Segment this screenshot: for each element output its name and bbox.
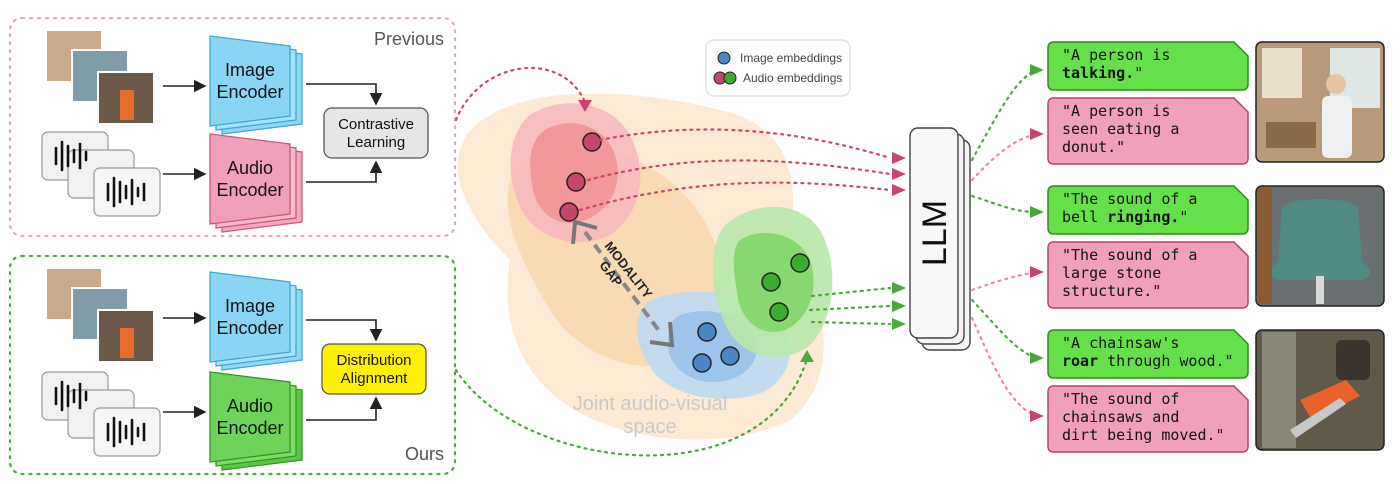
caption-bubble-correct-1 [1047,185,1249,235]
caption-line-correct-1-1: bell ringing." [1062,208,1188,226]
caption-line-wrong-0-1: seen eating a [1062,120,1179,138]
caption-line-wrong-0-2: donut." [1062,138,1125,156]
ours-image-stack [45,267,155,363]
ours-audio-encoder-line1: Audio [227,396,273,416]
legend: Image embeddings Audio embeddings [705,39,851,97]
caption-bubble-correct-0 [1047,41,1249,91]
caption-bubble-wrong-2 [1047,385,1249,453]
joint-space-label-line1: Joint audio-visual [573,393,728,415]
llm-label: LLM [916,200,954,266]
previous-image-encoder-line2: Encoder [216,82,283,102]
caption-line-wrong-0-0: "A person is [1062,102,1170,120]
person-talking-photo [1255,41,1385,163]
image-embeddings [692,322,740,373]
audio-embeddings-green [761,253,810,322]
caption-line-wrong-1-1: large stone [1062,264,1161,282]
caption-line-correct-0-1: talking." [1062,64,1143,82]
ours-to-space-connector [454,360,808,457]
bell-photo [1255,185,1385,307]
previous-image-stack [45,29,155,125]
modality-gap-arrow [571,219,675,348]
joint-space-blobs [457,93,833,440]
caption-line-wrong-2-2: dirt being moved." [1062,426,1225,444]
previous-connector-arrowhead [578,100,592,112]
ours-connector-arrowhead [800,350,814,362]
ours-audio-stack [41,371,161,457]
llm-input-arrowheads [892,152,906,330]
caption-line-correct-0-0: "A person is [1062,46,1170,64]
chainsaw-photo [1255,329,1385,451]
audio-encoder-to-objective [306,160,383,183]
caption-line-wrong-2-0: "The sound of [1062,390,1179,408]
previous-audio-stack [41,131,161,217]
previous-audio-encoder-line1: Audio [227,158,273,178]
legend-audio-dot-green [723,71,737,85]
caption-line-correct-1-0: "The sound of a [1062,190,1197,208]
ours-label: Ours [405,444,444,464]
llm-block: LLM [909,127,971,351]
previous-image-encoder-line1: Image [225,60,275,80]
distribution-line2: Alignment [341,370,409,387]
distribution-line1: Distribution [336,352,411,369]
caption-bubble-correct-2 [1047,329,1249,379]
contrastive-line2: Learning [347,134,405,151]
ours-image-encoder-line1: Image [225,296,275,316]
caption-line-correct-2-0: "A chainsaw's [1062,334,1179,352]
legend-audio-label: Audio embeddings [743,71,842,85]
ours-audio-encoder-line2: Encoder [216,418,283,438]
previous-audio-encoder-line2: Encoder [216,180,283,200]
ours-image-encoder: Image Encoder [209,271,303,371]
caption-line-wrong-2-1: chainsaws and [1062,408,1179,426]
ours-audio-encoder: Audio Encoder [209,371,303,471]
caption-line-correct-2-1: roar through wood." [1062,352,1234,370]
caption-line-wrong-1-0: "The sound of a [1062,246,1197,264]
caption-arrowheads [1030,64,1044,422]
joint-space-label-line2: space [623,416,676,438]
ours-image-encoder-line2: Encoder [216,318,283,338]
ours-image-to-objective [306,319,383,342]
previous-image-encoder: Image Encoder [209,35,303,135]
legend-image-label: Image embeddings [740,51,842,65]
ours-audio-to-objective [306,396,383,421]
caption-bubble-wrong-1 [1047,241,1249,309]
llm-to-caption-connectors [970,68,1038,418]
contrastive-learning-box: Contrastive Learning [323,107,429,159]
previous-audio-encoder: Audio Encoder [209,133,303,233]
previous-to-space-connector [454,67,586,122]
previous-panel-border [8,16,457,238]
contrastive-line1: Contrastive [338,116,414,133]
caption-bubble-wrong-0 [1047,97,1249,165]
space-to-llm-connectors [578,128,892,326]
ours-panel-border [8,254,457,476]
image-encoder-to-objective [306,83,383,106]
audio-embeddings-red [559,132,602,222]
distribution-alignment-box: Distribution Alignment [321,343,427,395]
previous-label: Previous [374,29,444,49]
caption-line-wrong-1-2: structure." [1062,282,1161,300]
legend-image-dot [717,51,731,65]
